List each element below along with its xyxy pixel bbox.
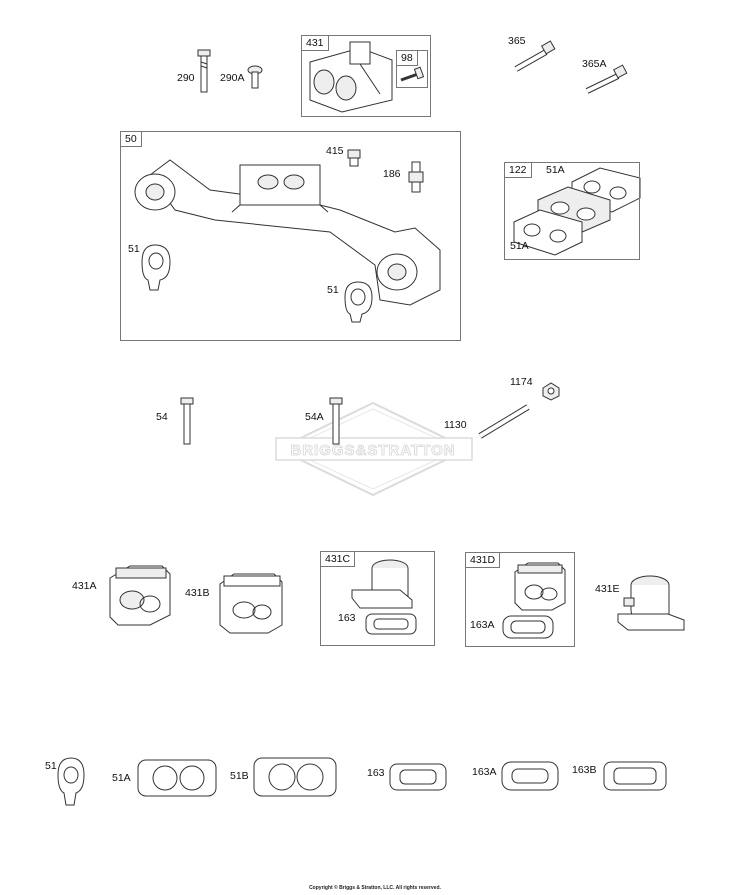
bolt-54-icon	[180, 397, 194, 445]
throttle-body-431-icon	[309, 41, 393, 113]
screw-98-icon	[400, 66, 425, 82]
gasket-51-row-icon	[57, 757, 85, 806]
nut-1174-icon	[542, 382, 560, 401]
stud-1130-icon	[478, 404, 530, 439]
screw-290a-icon	[247, 65, 263, 89]
label-431a: 431A	[72, 580, 97, 592]
label-163a-row: 163A	[472, 766, 497, 778]
gasket-163a-row-icon	[501, 761, 559, 791]
gasket-163b-row-icon	[603, 761, 667, 791]
label-290a: 290A	[220, 72, 245, 84]
fitting-186-icon	[408, 161, 424, 193]
box-50-tag: 50	[120, 131, 142, 147]
label-54a: 54A	[305, 411, 324, 423]
label-290: 290	[177, 72, 195, 84]
plug-415-icon	[347, 149, 361, 167]
elbow-431e-icon	[617, 575, 685, 631]
adapter-431d-icon	[514, 562, 566, 611]
label-51-row: 51	[45, 760, 57, 772]
box-122-tag: 122	[504, 162, 532, 178]
label-1130: 1130	[444, 419, 467, 431]
adapter-431a-icon	[109, 565, 171, 626]
box-431-tag: 431	[301, 35, 329, 51]
bolt-365-icon	[514, 40, 556, 72]
gasket-163a-431d-icon	[502, 615, 554, 639]
box-431d-tag: 431D	[465, 552, 501, 568]
box-431: 431	[301, 35, 431, 117]
adapter-431b-icon	[219, 573, 283, 634]
label-163-431c: 163	[338, 612, 356, 624]
bolt-365a-icon	[585, 64, 628, 94]
label-431e: 431E	[595, 583, 620, 595]
label-186: 186	[383, 168, 401, 180]
label-51-manifold-right: 51	[327, 284, 339, 296]
box-50: 50	[120, 131, 461, 341]
label-51a-top: 51A	[546, 164, 565, 176]
brand-watermark: BRIGGS&STRATTON	[275, 401, 473, 497]
gasket-163-row-icon	[389, 763, 447, 791]
label-431b: 431B	[185, 587, 210, 599]
bolt-54a-icon	[329, 397, 343, 445]
label-51a-row: 51A	[112, 772, 131, 784]
gasket-51-right-icon	[344, 281, 373, 323]
label-365a: 365A	[582, 58, 607, 70]
label-365: 365	[508, 35, 526, 47]
copyright-footer: Copyright © Briggs & Stratton, LLC. All …	[309, 885, 441, 891]
label-51b-row: 51B	[230, 770, 249, 782]
label-163-row: 163	[367, 767, 385, 779]
gasket-51-left-icon	[141, 244, 171, 291]
label-1174: 1174	[510, 376, 533, 388]
label-51a-bottom: 51A	[510, 240, 529, 252]
box-431c: 431C	[320, 551, 435, 646]
box-98: 98	[396, 50, 428, 88]
gasket-51a-row-icon	[137, 759, 217, 797]
box-98-tag: 98	[396, 50, 418, 66]
box-431d: 431D	[465, 552, 575, 647]
bolt-290-icon	[197, 49, 211, 93]
elbow-431c-icon	[351, 559, 413, 609]
gasket-set-122-icon	[513, 167, 641, 256]
label-163b-row: 163B	[572, 764, 597, 776]
label-51-manifold-left: 51	[128, 243, 140, 255]
gasket-163-431c-icon	[365, 613, 417, 635]
intake-manifold-50-icon	[134, 159, 441, 306]
label-163a-431d: 163A	[470, 619, 495, 631]
gasket-51b-row-icon	[253, 757, 337, 797]
box-122: 122	[504, 162, 640, 260]
box-431c-tag: 431C	[320, 551, 356, 567]
label-54: 54	[156, 411, 168, 423]
label-415: 415	[326, 145, 344, 157]
watermark-text: BRIGGS&STRATTON	[290, 442, 455, 459]
